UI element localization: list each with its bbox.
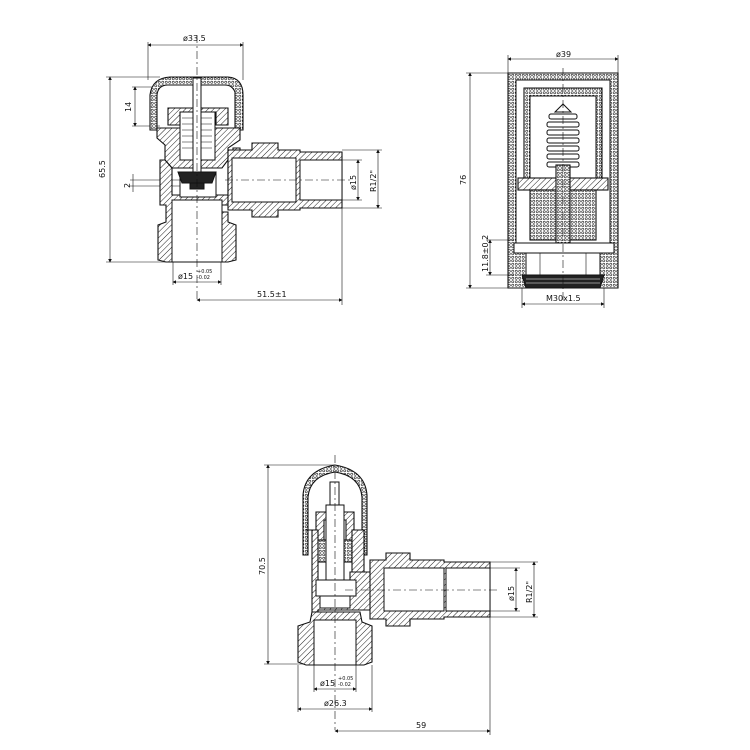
dim-nut-height: 11.8±0.2 — [481, 235, 490, 272]
dim-seat-gap: 2 — [123, 183, 132, 188]
dim-thread-2: R1/2" — [525, 581, 534, 603]
dim-height-total: 65.5 — [98, 160, 107, 178]
dim-nut-diameter: ø26.3 — [324, 699, 347, 708]
dim-bottom-bore-tol-upper: +0.05 — [197, 269, 212, 275]
dim-head-height: 76 — [459, 175, 468, 185]
dim-thread: R1/2" — [369, 170, 378, 192]
dim-pipe-diameter-2: ø15 — [507, 586, 516, 601]
valve-bottom-view: 70.5 ø15 R1/2" — [258, 455, 538, 735]
dim-bottom-bore: ø15 — [178, 272, 193, 281]
dim-top-diameter: ø33.5 — [183, 34, 206, 43]
dim-head-thread: M30x1.5 — [546, 294, 581, 303]
dim-pipe-diameter: ø15 — [349, 175, 358, 190]
dim-bottom-bore-2-tol-lower: -0.02 — [338, 682, 351, 688]
dim-cap-height: 14 — [124, 102, 133, 112]
dim-bottom-bore-tol-lower: -0.02 — [197, 275, 210, 281]
dim-horizontal-length-2: 59 — [416, 721, 426, 730]
dim-bottom-bore-2: ø15 — [320, 679, 335, 688]
thermostatic-head-view: ø39 76 — [459, 50, 619, 308]
valve-top-left-view: ø33.5 65.5 14 2 — [98, 34, 382, 305]
dim-head-diameter: ø39 — [556, 50, 571, 59]
dim-horizontal-length: 51.5±1 — [257, 290, 287, 299]
dim-height-total-2: 70.5 — [258, 557, 267, 575]
dim-bottom-bore-2-tol-upper: +0.05 — [338, 676, 353, 682]
